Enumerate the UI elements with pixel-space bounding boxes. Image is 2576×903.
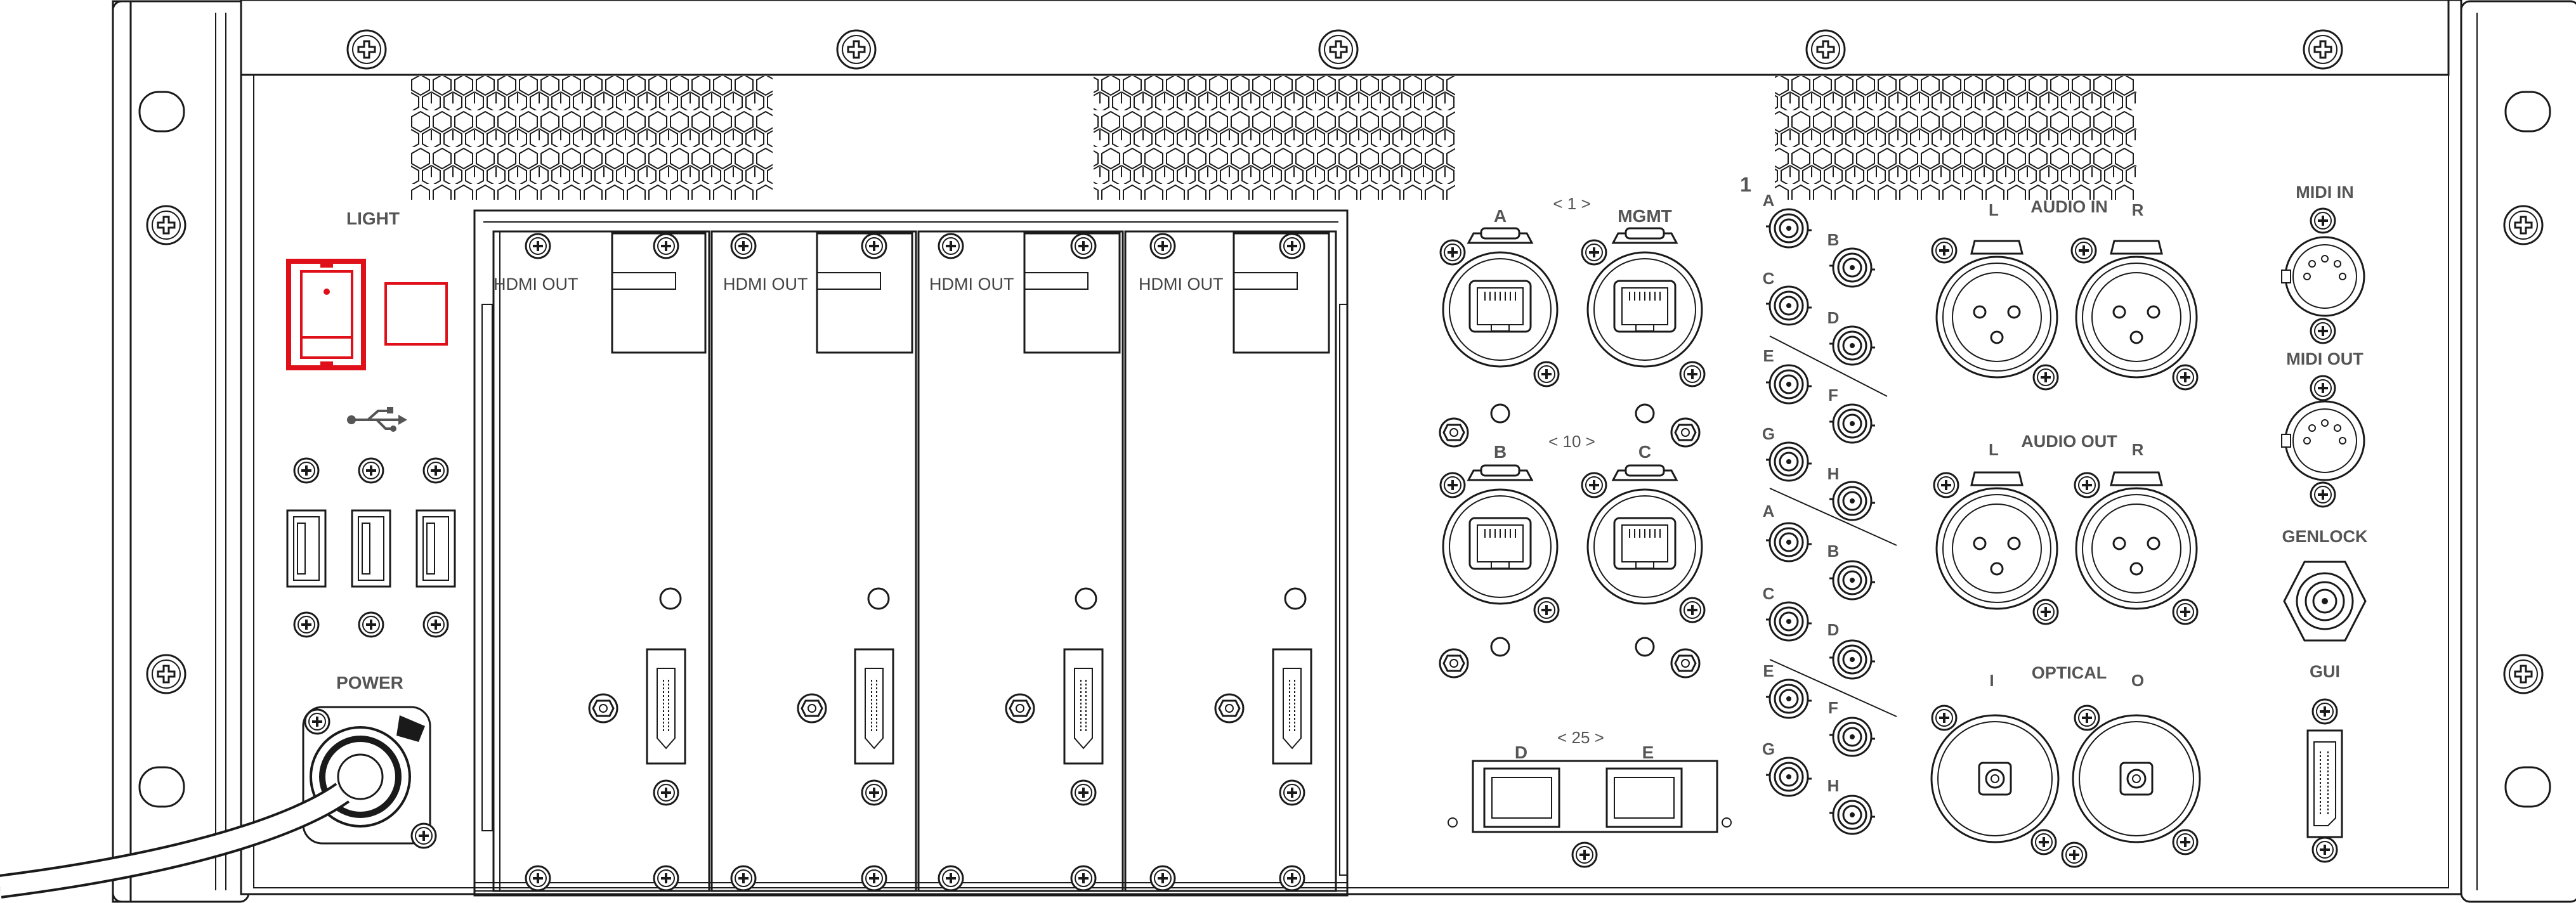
card-label: HDMI OUT — [929, 275, 1014, 294]
port-d-label: D — [1515, 743, 1527, 762]
bnc-label: D — [1827, 620, 1840, 639]
optical-out-port[interactable] — [2072, 714, 2201, 843]
optical-label: OPTICAL — [2032, 663, 2107, 682]
vent-grille-left — [411, 76, 773, 200]
gui-label: GUI — [2310, 662, 2340, 681]
rack-screw — [2503, 654, 2544, 694]
port-b-label: B — [1494, 442, 1507, 462]
audio-in-left-label: L — [1989, 200, 1999, 219]
usb-symbol-icon — [347, 407, 407, 432]
hdmi-out-port-1[interactable] — [646, 648, 686, 765]
chassis-screw — [1318, 29, 1359, 70]
bnc-label: H — [1827, 776, 1840, 795]
midi-in-label: MIDI IN — [2296, 183, 2354, 202]
hdmi-card-2: HDMI OUT — [710, 230, 917, 892]
power-connector[interactable] — [302, 706, 437, 849]
usb-screw — [358, 457, 384, 484]
usb-port-2[interactable] — [351, 509, 391, 588]
card-label: HDMI OUT — [1139, 275, 1223, 294]
speed-25-label: < 25 > — [1557, 728, 1604, 747]
optical-in-port[interactable] — [1930, 714, 2060, 843]
rack-screw — [146, 654, 186, 694]
bnc-label: E — [1763, 661, 1774, 680]
bnc-group-number: 1 — [1740, 173, 1751, 196]
card-label: HDMI OUT — [494, 275, 578, 294]
audio-out-right-label: R — [2132, 440, 2144, 459]
usb-screw — [358, 611, 384, 638]
mgmt-label: MGMT — [1618, 206, 1672, 226]
usb-port-3[interactable] — [415, 509, 456, 588]
displayport-gui[interactable] — [2306, 729, 2343, 838]
usb-screw — [422, 457, 449, 484]
audio-in-label: AUDIO IN — [2030, 197, 2108, 216]
bnc-label: G — [1762, 424, 1775, 443]
audio-in-right-label: R — [2132, 200, 2144, 219]
bnc-label: B — [1827, 542, 1840, 561]
hdmi-card-3: HDMI OUT — [917, 230, 1124, 892]
bnc-label: A — [1763, 191, 1775, 210]
usb-port-1[interactable] — [286, 509, 327, 588]
light-indicator — [384, 282, 448, 346]
card-label: HDMI OUT — [723, 275, 807, 294]
vent-grille-right — [1775, 76, 2136, 200]
midi-out-label: MIDI OUT — [2286, 349, 2364, 368]
bnc-label: F — [1828, 698, 1838, 717]
genlock-port[interactable] — [2283, 561, 2367, 642]
light-label: LIGHT — [346, 209, 400, 228]
chassis-screw — [2303, 29, 2343, 70]
audio-out-left-label: L — [1989, 440, 1999, 459]
bnc-label: E — [1763, 346, 1774, 365]
sfp-port-d[interactable] — [1483, 767, 1560, 828]
hdmi-out-port-3[interactable] — [1063, 648, 1104, 765]
chassis-screw — [346, 29, 387, 70]
bnc-label: D — [1827, 308, 1840, 327]
rack-ear-right — [2460, 0, 2576, 903]
speed-10-label: < 10 > — [1548, 432, 1595, 451]
light-switch[interactable] — [286, 259, 366, 370]
rack-screw — [146, 205, 186, 245]
bnc-label: C — [1763, 584, 1775, 603]
chassis-screw — [836, 29, 877, 70]
bnc-label: F — [1828, 386, 1838, 405]
hdmi-out-port-2[interactable] — [854, 648, 894, 765]
rack-ear-left — [112, 0, 250, 903]
port-a-label: A — [1494, 206, 1507, 226]
chassis-screw — [1805, 29, 1846, 70]
hdmi-card-4: HDMI OUT — [1124, 230, 1337, 892]
bnc-label: A — [1763, 502, 1775, 521]
rack-screw — [2503, 205, 2544, 245]
optical-out-label: O — [2131, 671, 2144, 690]
audio-out-label: AUDIO OUT — [2021, 432, 2117, 451]
bnc-label: B — [1827, 230, 1840, 249]
hdmi-out-port-4[interactable] — [1272, 648, 1312, 765]
usb-screw — [293, 611, 320, 638]
vent-grille-center — [1094, 76, 1455, 200]
sfp-port-e[interactable] — [1605, 767, 1683, 828]
bnc-label: G — [1762, 739, 1775, 758]
genlock-label: GENLOCK — [2282, 527, 2369, 546]
port-e-label: E — [1642, 743, 1654, 762]
speed-1-label: < 1 > — [1553, 194, 1590, 213]
bnc-label: C — [1763, 269, 1775, 288]
optical-in-label: I — [1989, 671, 1994, 690]
usb-screw — [293, 457, 320, 484]
hdmi-card-1: HDMI OUT — [492, 230, 710, 892]
power-label: POWER — [336, 673, 403, 692]
bnc-label: H — [1827, 464, 1840, 483]
port-c-label: C — [1638, 442, 1651, 462]
sfp-cage — [1472, 760, 1718, 833]
usb-screw — [422, 611, 449, 638]
